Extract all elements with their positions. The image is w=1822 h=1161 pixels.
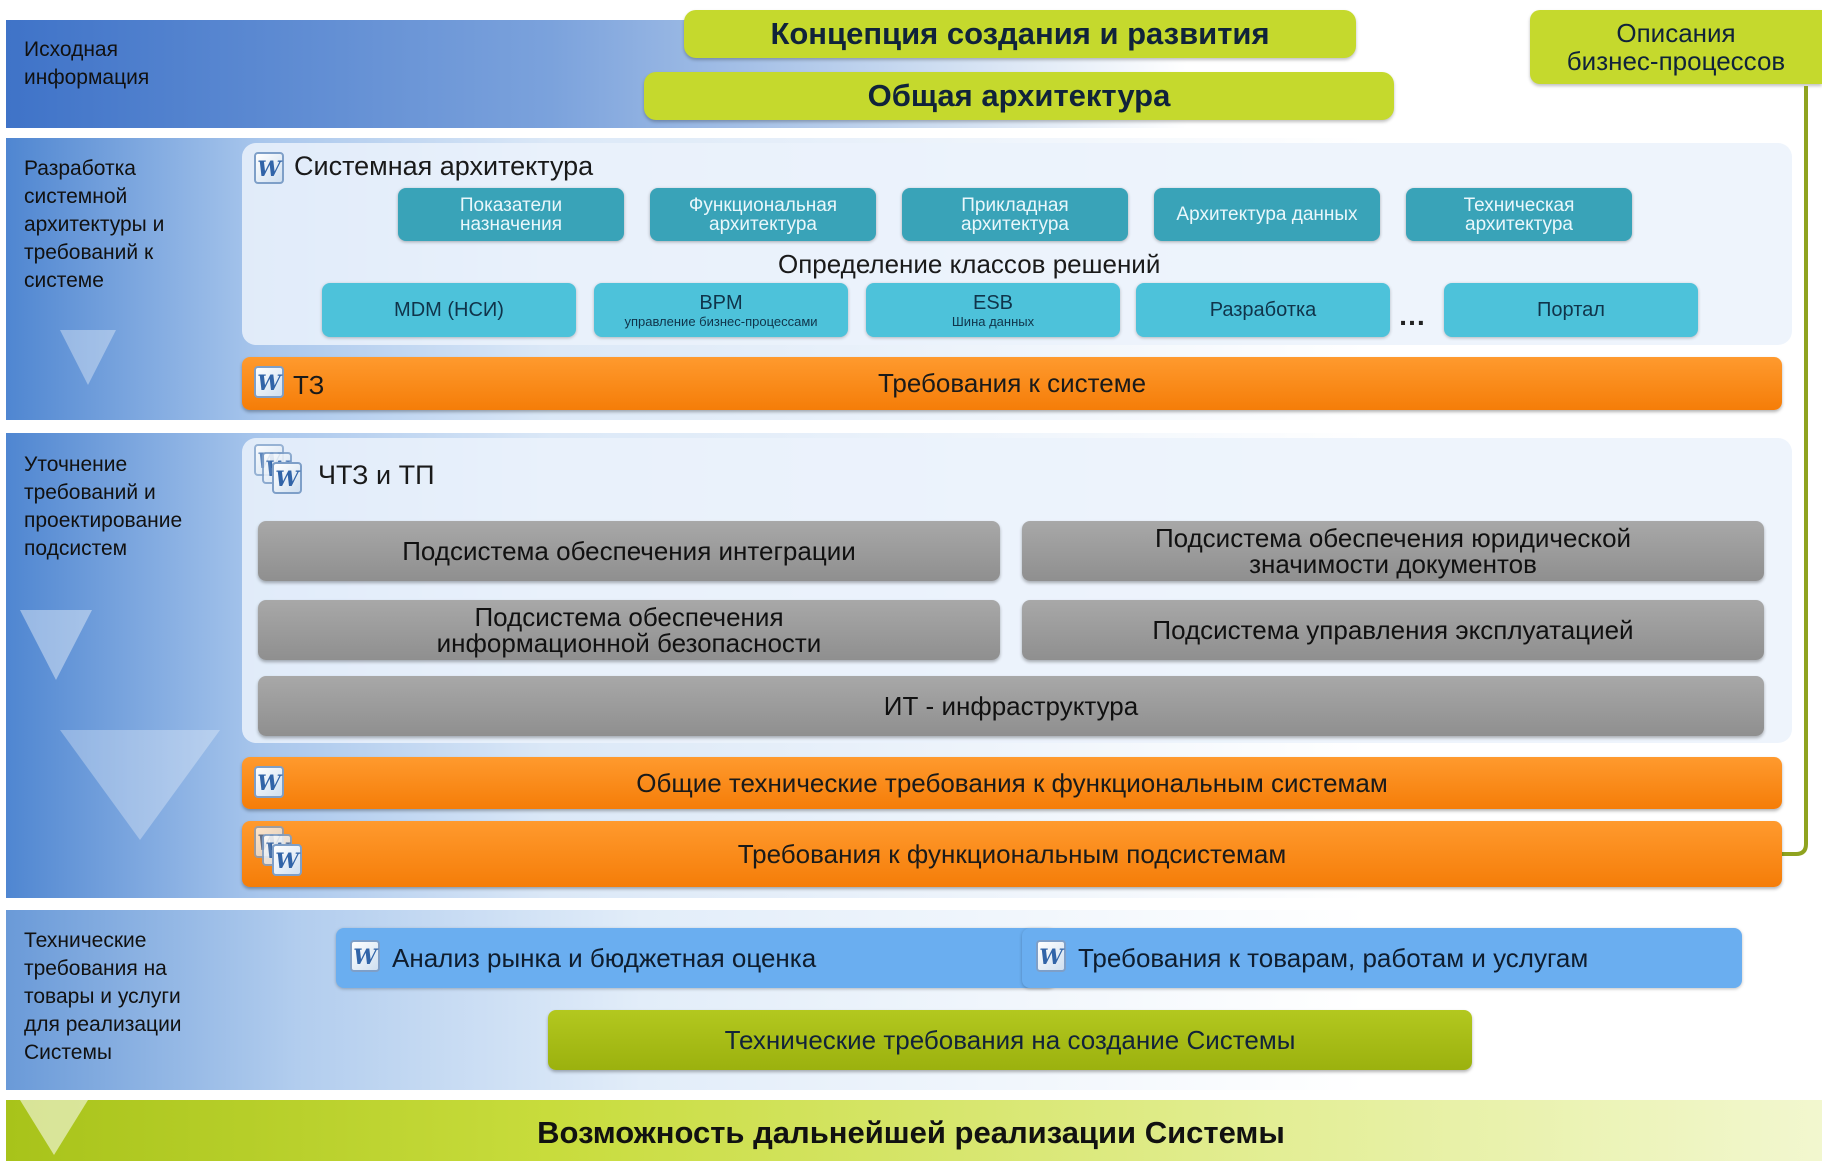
class-esb-sub: Шина данных	[951, 313, 1035, 329]
general-architecture-box: Общая архитектура	[644, 72, 1394, 120]
view-application-architecture: Прикладная архитектура	[902, 188, 1128, 241]
subsystem-legal-significance: Подсистема обеспечения юридической значи…	[1022, 521, 1764, 581]
result-title: Возможность дальнейшей реализации Систем…	[537, 1115, 1285, 1150]
word-document-icon: W	[254, 152, 284, 184]
class-bpm-sub: управление бизнес-процессами	[624, 313, 818, 329]
goods-requirements-box: Требования к товарам, работам и услугам	[1022, 928, 1742, 988]
subsystem-operations: Подсистема управления эксплуатацией	[1022, 600, 1764, 660]
word-document-icon: W	[254, 366, 284, 398]
classes-ellipsis: …	[1398, 300, 1426, 331]
class-development: Разработка	[1136, 283, 1390, 337]
stage-label-procurement: Технические требования на товары и услуг…	[24, 929, 182, 1064]
market-analysis-label: Анализ рынка и бюджетная оценка	[392, 942, 817, 973]
down-arrow-icon	[60, 730, 220, 840]
tz-label: ТЗ	[293, 370, 325, 400]
class-mdm-name: MDM (НСИ)	[394, 298, 504, 321]
view-purpose-indicators: Показатели назначения	[398, 188, 624, 241]
subsystem-integration: Подсистема обеспечения интеграции	[258, 521, 1000, 581]
stage-label-system-architecture: Разработка системной архитектуры и требо…	[24, 157, 165, 292]
word-document-icon: W	[350, 940, 380, 972]
concept-box: Концепция создания и развития	[684, 10, 1356, 58]
goods-requirements-label: Требования к товарам, работам и услугам	[1078, 942, 1589, 973]
technical-requirements-label: Технические требования на создание Систе…	[724, 1024, 1296, 1055]
general-requirements-bar: Общие технические требования к функциона…	[242, 757, 1782, 809]
view-technical-architecture: Техническая архитектура	[1406, 188, 1632, 241]
system-requirements-bar: Требования к системе	[242, 357, 1782, 410]
general-requirements-title: Общие технические требования к функциона…	[636, 767, 1388, 798]
view-functional-architecture: Функциональная архитектура	[650, 188, 876, 241]
system-architecture-title: Системная архитектура	[294, 151, 594, 181]
word-document-icon: W	[1036, 940, 1066, 972]
system-requirements-title: Требования к системе	[877, 368, 1147, 398]
functional-requirements-title: Требования к функциональным подсистемам	[737, 838, 1287, 869]
class-bpm-name: BPM	[699, 291, 743, 314]
class-portal-name: Портал	[1537, 298, 1605, 321]
class-esb: ESB Шина данных	[866, 283, 1120, 337]
class-portal: Портал	[1444, 283, 1698, 337]
class-esb-name: ESB	[972, 291, 1014, 314]
word-document-icon: W	[272, 462, 302, 494]
stage-label-source-info: Исходная информация	[24, 38, 150, 89]
business-processes-box: Описания бизнес-процессов	[1530, 10, 1822, 84]
word-document-icon: W	[272, 844, 302, 876]
down-arrow-icon	[60, 330, 116, 385]
down-arrow-icon	[20, 610, 92, 680]
subsystems-title: ЧТЗ и ТП	[318, 460, 435, 490]
business-processes-connector	[1700, 86, 1808, 871]
solution-classes-title: Определение классов решений	[778, 249, 1161, 279]
stage-label-subsystems: Уточнение требований и проектирование по…	[24, 453, 183, 560]
class-development-name: Разработка	[1209, 298, 1317, 321]
technical-requirements-box: Технические требования на создание Систе…	[548, 1010, 1472, 1070]
stage-band-result	[6, 1100, 1822, 1161]
it-infrastructure: ИТ - инфраструктура	[258, 676, 1764, 736]
class-mdm: MDM (НСИ)	[322, 283, 576, 337]
functional-requirements-bar: Требования к функциональным подсистемам	[242, 821, 1782, 887]
down-arrow-icon	[20, 1100, 88, 1155]
word-document-icon: W	[254, 766, 284, 798]
view-data-architecture: Архитектура данных	[1154, 188, 1380, 241]
subsystem-security: Подсистема обеспечения информационной бе…	[258, 600, 1000, 660]
market-analysis-box: Анализ рынка и бюджетная оценка	[336, 928, 1056, 988]
class-bpm: BPM управление бизнес-процессами	[594, 283, 848, 337]
